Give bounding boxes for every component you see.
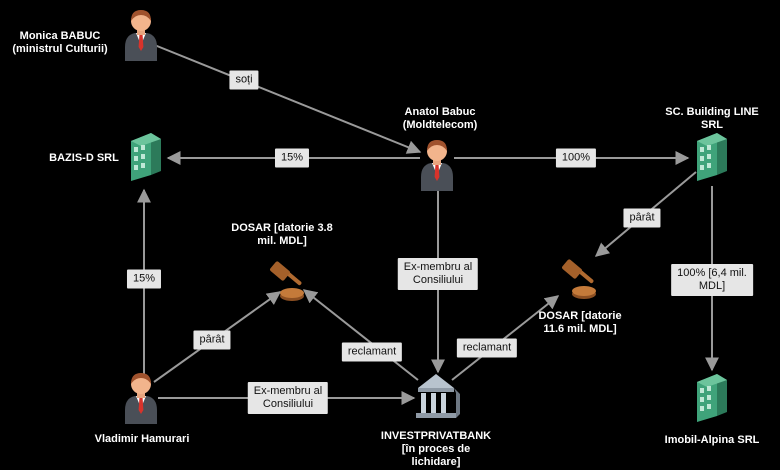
node-label-dosar1: DOSAR [datorie 3.8 mil. MDL]: [231, 222, 333, 247]
building-icon: [697, 374, 727, 422]
building-icon: [697, 133, 727, 181]
edge-bank-dosar1: [302, 289, 419, 381]
node-label-imobil: Imobil-Alpina SRL: [664, 434, 760, 446]
edge-label-anatol-bazis: 15%: [274, 148, 310, 168]
building-icon: [131, 133, 161, 181]
edge-label-anatol-building: 100%: [555, 148, 597, 168]
person-icon: [421, 140, 453, 191]
person-icon: [125, 373, 157, 424]
edge-label-vladimir-dosar1: pârât: [193, 330, 231, 350]
person-icon: [125, 10, 157, 61]
gavel-icon: [561, 258, 596, 299]
edge-label-building-imobil: 100% [6,4 mil. MDL]: [671, 264, 753, 296]
edge-label-soti: soți: [229, 70, 259, 90]
node-label-bank: INVESTPRIVATBANK [în proces de lichidare…: [380, 430, 492, 468]
edge-bank-dosar2: [451, 295, 560, 381]
edge-soti: [151, 43, 422, 154]
node-label-building-line: SC. Building LINE SRL: [665, 106, 759, 131]
edge-label-bank-dosar2: reclamant: [456, 338, 518, 358]
edge-label-bank-dosar1: reclamant: [341, 342, 403, 362]
edge-label-anatol-bank: Ex-membru al Consiliului: [397, 258, 479, 290]
node-label-dosar2: DOSAR [datorie 11.6 mil. MDL]: [538, 310, 622, 335]
edge-label-vladimir-bazis: 15%: [126, 269, 162, 289]
node-label-bazis: BAZIS-D SRL: [49, 152, 119, 164]
edge-label-vladimir-bank: Ex-membru al Consiliului: [247, 382, 329, 414]
node-label-anatol: Anatol Babuc (Moldtelecom): [402, 106, 478, 131]
bank-icon: [416, 374, 460, 418]
node-label-monica: Monica BABUC (ministrul Culturii): [12, 30, 108, 55]
node-label-vladimir: Vladimir Hamurari: [94, 433, 190, 445]
edge-label-building-dosar2: pârât: [623, 208, 661, 228]
